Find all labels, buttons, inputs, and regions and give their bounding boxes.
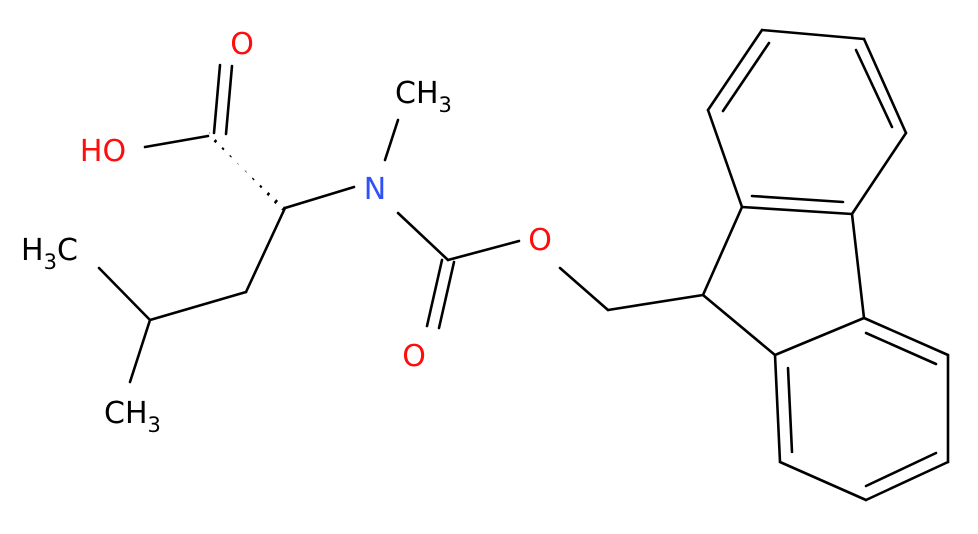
bond-lower-ring-2 (862, 316, 950, 357)
bond-nitrogen-carbamate (396, 211, 450, 262)
bond-upper-ring-3 (862, 37, 908, 135)
bond-c4b-c4a (850, 212, 866, 320)
atom-n-methyl: CH3 (395, 76, 452, 117)
atom-n-methyl-text: CH (395, 76, 439, 111)
bond-carbonyl-double-b (224, 64, 234, 136)
bond-upper-ring-5 (706, 28, 764, 112)
bond-upper-ring-1 (740, 205, 854, 216)
bond-beta-gamma (148, 290, 248, 322)
atom-carbamate-oxygen: O (402, 339, 426, 374)
atom-methyl-left: H3C (21, 233, 78, 274)
atom-methyl-bottom-text: CH (104, 396, 148, 431)
bond-carbamate-double-a (425, 258, 444, 328)
atom-methyl-left-text: H (21, 233, 44, 268)
stereo-hash-wedge (209, 132, 289, 211)
bond-carbonyl-double-a (212, 63, 222, 135)
bond-c9-c9a (701, 205, 744, 297)
bond-upper-ring-2 (850, 131, 908, 216)
bond-methylene-c9 (606, 293, 705, 312)
bond-gamma-methyl-left (97, 266, 152, 322)
bond-lower-ring-6 (773, 353, 782, 464)
atom-methyl-left-subscript: 3 (44, 250, 57, 274)
bond-alpha-nitrogen (283, 185, 356, 210)
atom-methyl-bottom-subscript: 3 (148, 413, 161, 437)
bond-upper-ring-3-inner (854, 48, 894, 129)
atom-hydroxyl: HO (80, 134, 126, 169)
bond-c9-c8a (701, 293, 777, 357)
atom-carbonyl-oxygen: O (230, 27, 254, 62)
bond-lower-ring-4 (864, 460, 950, 502)
atom-labels: O HO N CH3 O O H3C CH3 (21, 27, 552, 437)
bond-lower-ring-6-inner (786, 366, 794, 454)
bond-ester-oxygen-methylene (558, 266, 610, 312)
atom-n-methyl-subscript: 3 (439, 93, 452, 117)
atom-methyl-left-tail: C (57, 233, 78, 268)
bond-lower-ring-1 (773, 316, 866, 357)
bond-upper-ring-5-inner (721, 41, 771, 113)
bond-carbamate-ester-oxygen (446, 239, 521, 262)
bond-upper-ring-1-inner (750, 194, 845, 204)
atom-nitrogen: N (364, 172, 386, 207)
atom-ester-oxygen: O (528, 223, 552, 258)
bond-upper-ring-6 (706, 108, 744, 209)
bond-lower-ring-4-inner (864, 451, 938, 488)
bond-lower-ring-5 (778, 460, 868, 502)
bond-alpha-beta (244, 206, 287, 294)
bond-acid-hydroxyl (143, 134, 210, 149)
atom-methyl-bottom: CH3 (104, 396, 161, 437)
bond-gamma-methyl-bottom (128, 318, 152, 384)
bond-nitrogen-methyl (383, 118, 400, 162)
bond-upper-ring-4 (760, 28, 866, 41)
bond-carbamate-double-b (437, 260, 456, 330)
bonds (97, 28, 950, 502)
bond-lower-ring-2-inner (864, 331, 938, 366)
